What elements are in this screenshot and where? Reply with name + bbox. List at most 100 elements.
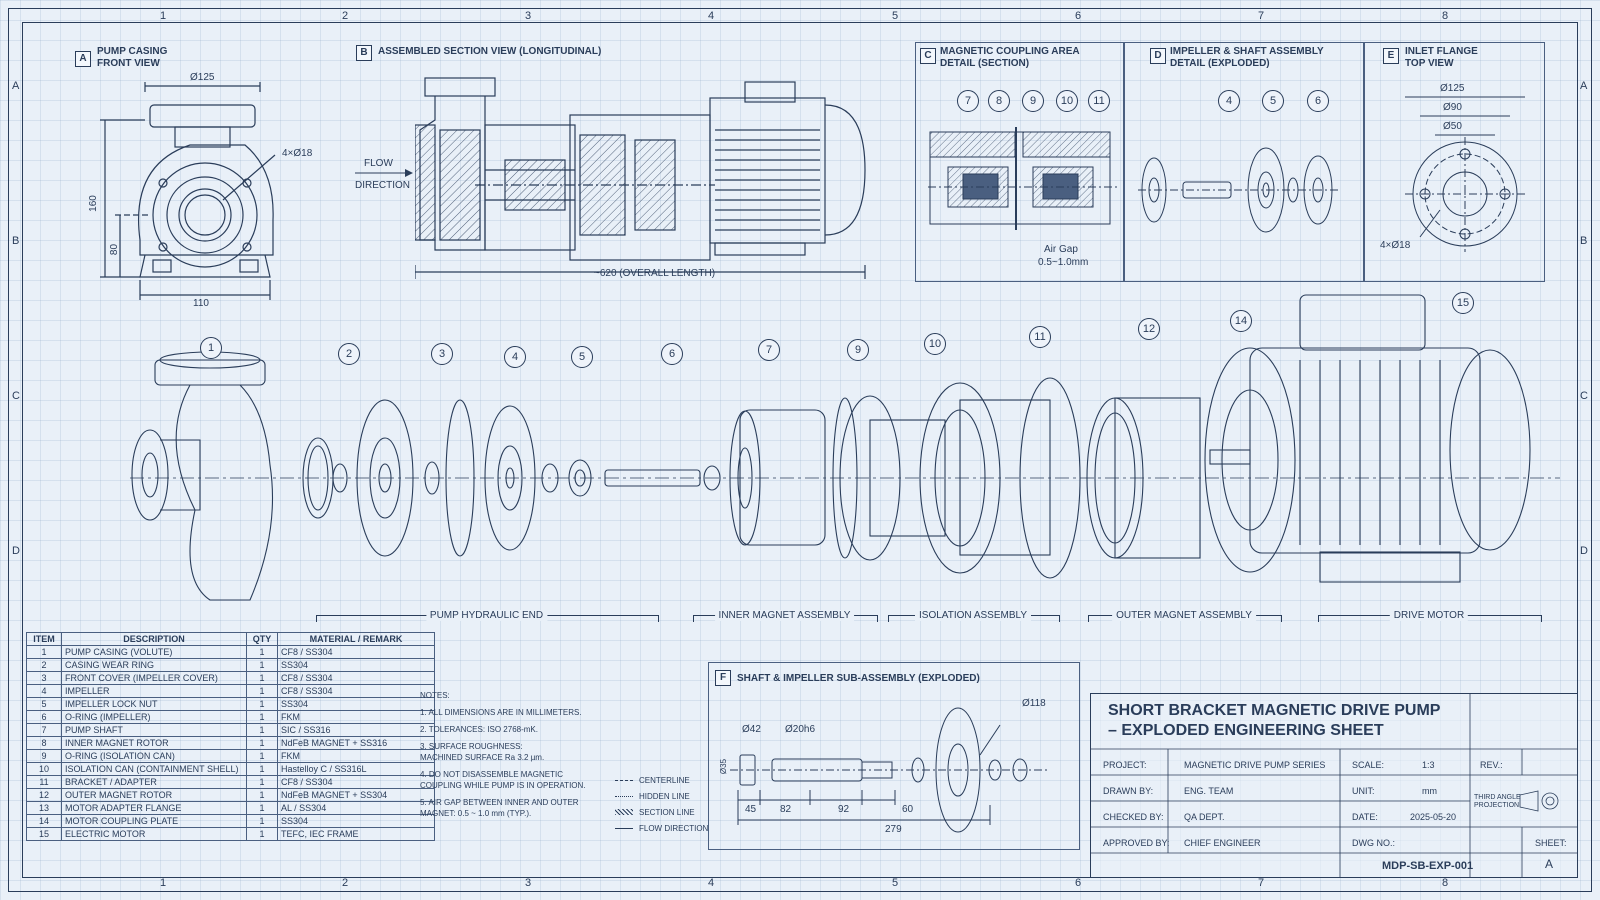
- callout-d-6: 6: [1307, 90, 1329, 112]
- approved-label: APPROVED BY:: [1103, 838, 1170, 848]
- bom-header-1: DESCRIPTION: [61, 632, 247, 646]
- bom-cell: IMPELLER LOCK NUT: [61, 697, 247, 711]
- callout-c-7: 7: [957, 90, 979, 112]
- view-f-dim-d4: Ø35: [719, 758, 729, 775]
- zone-col-top-1: 1: [160, 10, 167, 22]
- callout-d-4: 4: [1218, 90, 1240, 112]
- bom-cell: FRONT COVER (IMPELLER COVER): [61, 671, 247, 685]
- zone-col-bottom-2: 2: [342, 877, 349, 889]
- bom-cell: INNER MAGNET ROTOR: [61, 736, 247, 750]
- bom-cell: 1: [246, 814, 278, 828]
- bom-cell: BRACKET / ADAPTER: [61, 775, 247, 789]
- view-f-dim-l3: 92: [838, 804, 850, 815]
- view-e-panel: [1363, 42, 1545, 282]
- bom-cell: 1: [246, 697, 278, 711]
- bom-header-0: ITEM: [26, 632, 62, 646]
- bom-cell: 1: [246, 762, 278, 776]
- bom-cell: CF8 / SS304: [277, 775, 435, 789]
- bom-cell: CF8 / SS304: [277, 645, 435, 659]
- legend-swatch-dash: [615, 795, 633, 797]
- view-e-dim-outer: Ø125: [1440, 83, 1465, 94]
- sheet-border: [8, 8, 1592, 892]
- view-e-dim-bore: Ø50: [1443, 121, 1462, 132]
- legend-swatch-arrow: [615, 827, 633, 829]
- bom-cell: MOTOR ADAPTER FLANGE: [61, 801, 247, 815]
- view-d-panel: [1123, 42, 1365, 282]
- zone-col-bottom-5: 5: [892, 877, 899, 889]
- note-item: 3. SURFACE ROUGHNESS: MACHINED SURFACE R…: [420, 742, 545, 762]
- callout-part-3: 3: [431, 343, 453, 365]
- bom-header-2: QTY: [246, 632, 278, 646]
- zone-col-top-3: 3: [525, 10, 532, 22]
- bom-cell: 11: [26, 775, 62, 789]
- projection-symbol-label: THIRD ANGLE PROJECTION: [1474, 794, 1521, 809]
- checked-label: CHECKED BY:: [1103, 812, 1164, 822]
- zone-col-bottom-6: 6: [1075, 877, 1082, 889]
- bom-cell: 12: [26, 788, 62, 802]
- zone-col-bottom-1: 1: [160, 877, 167, 889]
- bom-cell: 5: [26, 697, 62, 711]
- view-a-dim-center: 80: [109, 243, 121, 256]
- bom-cell: SS304: [277, 697, 435, 711]
- title-block-grid: [1090, 693, 1577, 877]
- bom-cell: 1: [246, 749, 278, 763]
- view-b-flow-label: FLOW: [364, 158, 393, 169]
- bom-cell: NdFeB MAGNET + SS316: [277, 736, 435, 750]
- view-d-impeller-shaft: [1138, 147, 1338, 233]
- bom-cell: ISOLATION CAN (CONTAINMENT SHELL): [61, 762, 247, 776]
- callout-part-15: 15: [1452, 292, 1474, 314]
- view-a-title: PUMP CASING FRONT VIEW: [97, 46, 168, 69]
- bom-cell: IMPELLER: [61, 684, 247, 698]
- view-f-dim-total: 279: [885, 824, 902, 835]
- view-d-title: IMPELLER & SHAFT ASSEMBLY DETAIL (EXPLOD…: [1170, 46, 1324, 69]
- zone-row-right-B: B: [1580, 235, 1588, 247]
- view-c-coupling-section: [928, 127, 1118, 230]
- bom-cell: 7: [26, 723, 62, 737]
- legend-item: SECTION LINE: [615, 804, 708, 820]
- callout-c-10: 10: [1056, 90, 1078, 112]
- bom-cell: O-RING (IMPELLER): [61, 710, 247, 724]
- view-c-title: MAGNETIC COUPLING AREA DETAIL (SECTION): [940, 46, 1080, 69]
- view-f-dim-d1: Ø42: [742, 724, 761, 735]
- zone-col-bottom-3: 3: [525, 877, 532, 889]
- bom-cell: 1: [246, 801, 278, 815]
- zone-col-bottom-4: 4: [708, 877, 715, 889]
- exploded-view-drawing: [130, 294, 1560, 601]
- scale-value: 1:3: [1422, 760, 1435, 770]
- unit-value: mm: [1422, 786, 1437, 796]
- zone-col-top-2: 2: [342, 10, 349, 22]
- view-c-air-gap-label: Air Gap: [1044, 244, 1078, 255]
- bom-cell: 1: [246, 788, 278, 802]
- drawn-label: DRAWN BY:: [1103, 786, 1154, 796]
- zone-row-right-D: D: [1580, 545, 1588, 557]
- bom-cell: 4: [26, 684, 62, 698]
- bom-cell: CF8 / SS304: [277, 671, 435, 685]
- bom-cell: CF8 / SS304: [277, 684, 435, 698]
- sheet-inner-border: [22, 22, 1578, 878]
- zone-row-left-B: B: [12, 235, 20, 247]
- note-item: 2. TOLERANCES: ISO 2768-mK.: [420, 725, 538, 734]
- note-item: 1. ALL DIMENSIONS ARE IN MILLIMETERS.: [420, 708, 582, 717]
- bom-cell: SS304: [277, 814, 435, 828]
- legend-label: SECTION LINE: [639, 807, 695, 817]
- title-block-title-1: SHORT BRACKET MAGNETIC DRIVE PUMP: [1108, 702, 1441, 719]
- view-a-dim-flange: Ø125: [190, 72, 215, 83]
- zone-row-right-C: C: [1580, 390, 1588, 402]
- zone-col-top-6: 6: [1075, 10, 1082, 22]
- bom-cell: SIC / SS316: [277, 723, 435, 737]
- legend-swatch-dashdot: [615, 779, 633, 781]
- scale-label: SCALE:: [1352, 760, 1385, 770]
- title-block-title-2: – EXPLODED ENGINEERING SHEET: [1108, 722, 1384, 739]
- bom-cell: 10: [26, 762, 62, 776]
- bom-cell: FKM: [277, 710, 435, 724]
- view-e-inlet-flange: [1405, 96, 1525, 252]
- zone-row-left-A: A: [12, 80, 20, 92]
- note-item: 4. DO NOT DISASSEMBLE MAGNETIC COUPLING …: [420, 770, 586, 790]
- bom-cell: 1: [246, 658, 278, 672]
- bom-cell: 1: [246, 827, 278, 841]
